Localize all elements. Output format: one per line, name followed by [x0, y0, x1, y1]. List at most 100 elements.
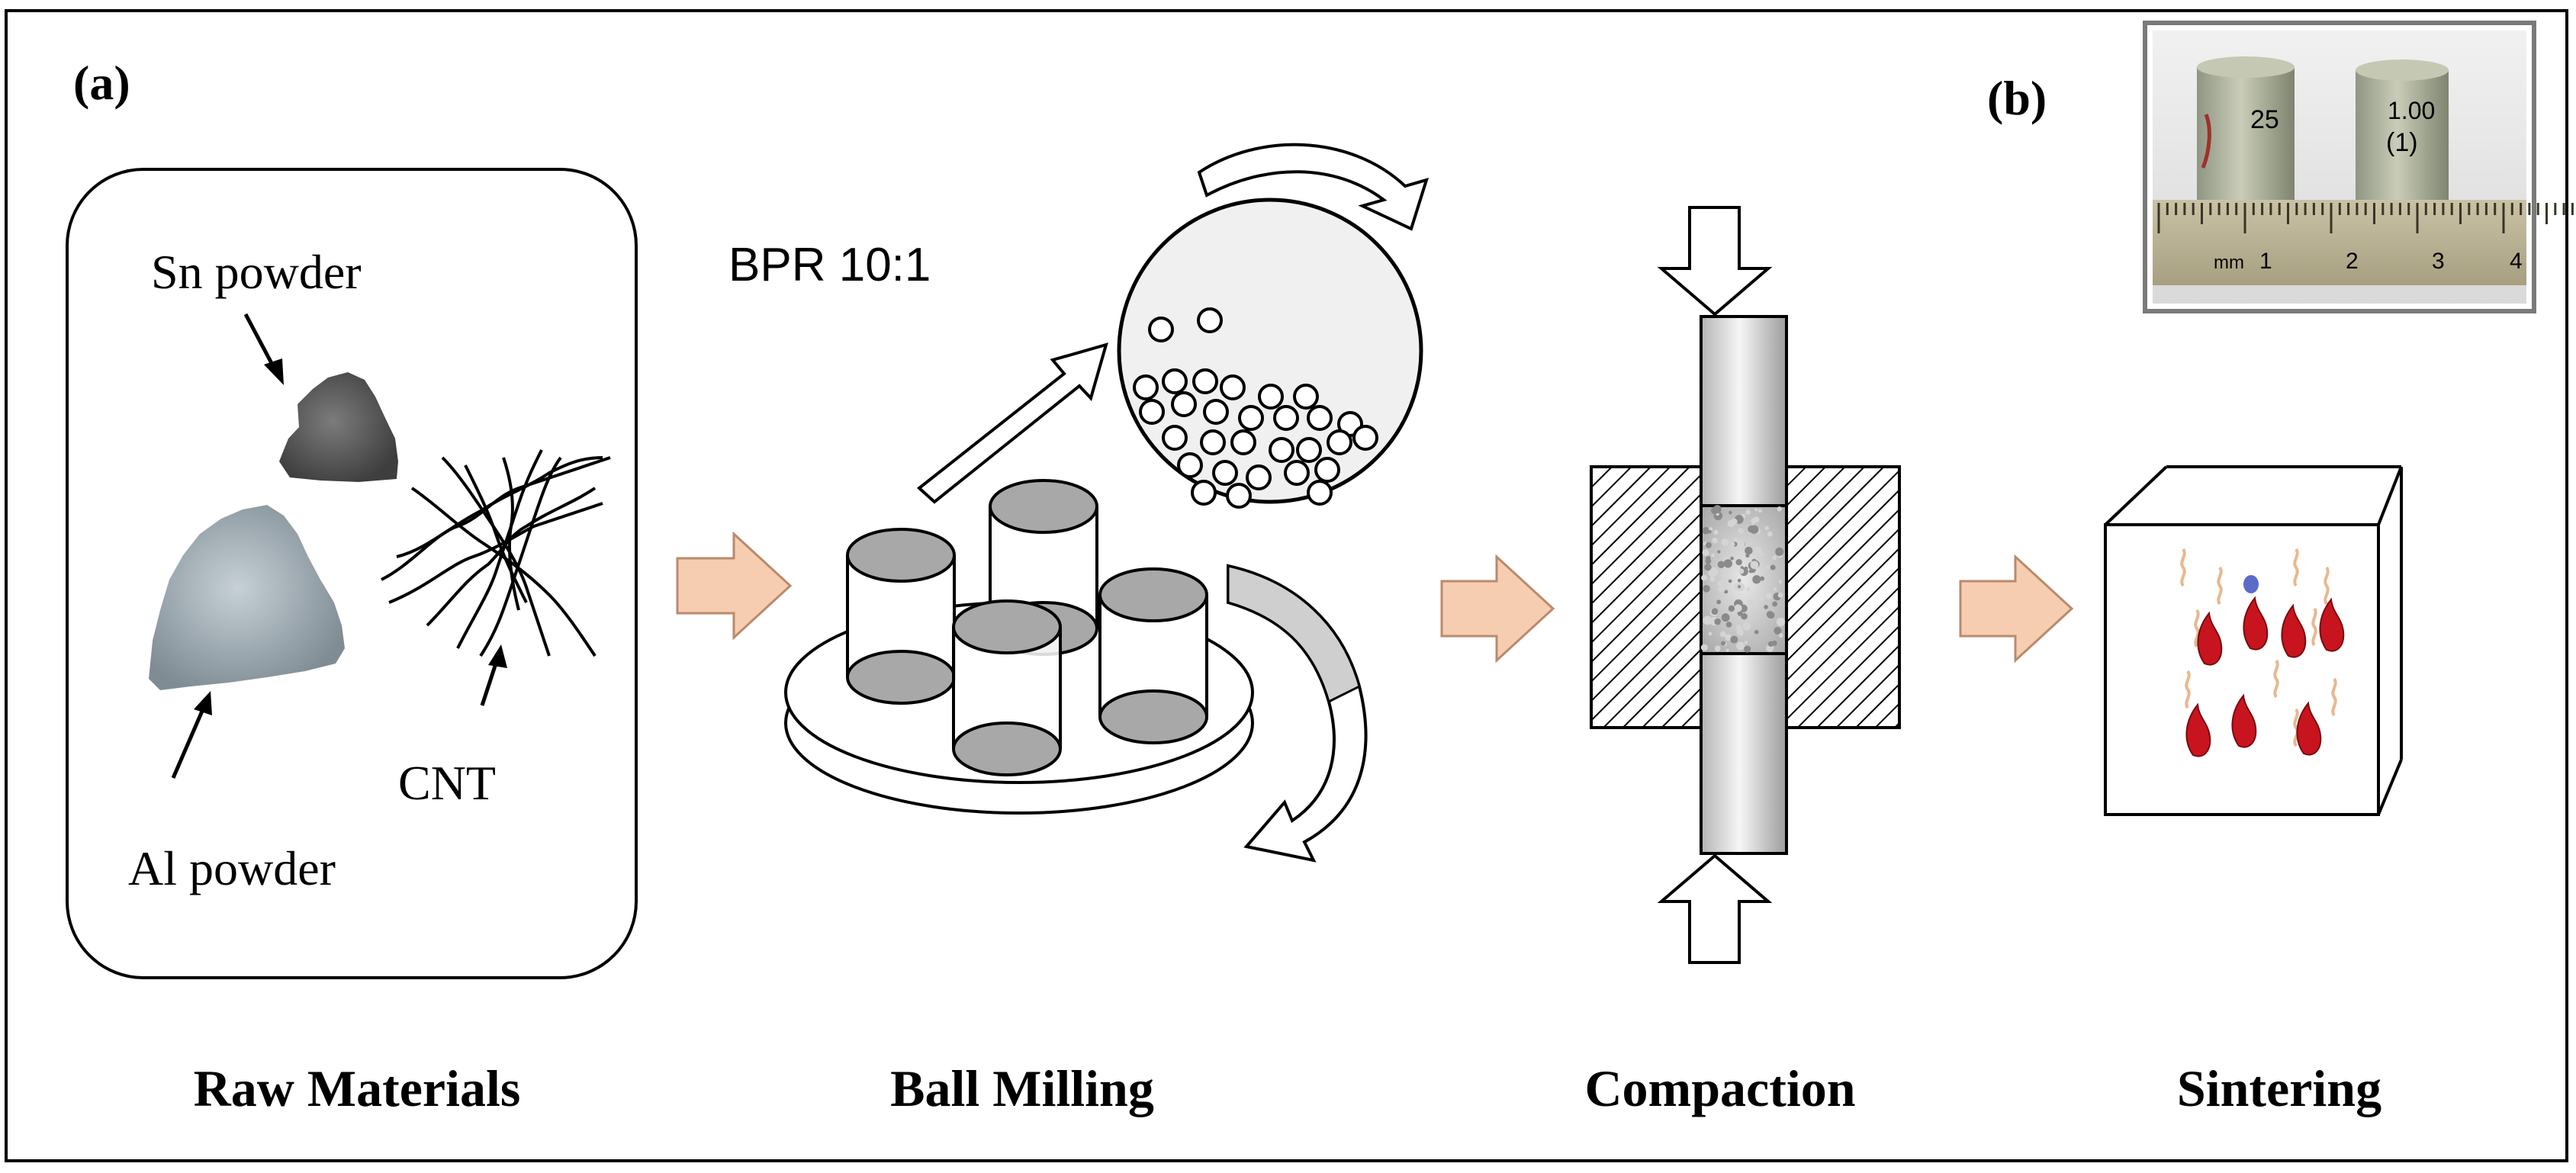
compact-speck [1777, 592, 1783, 598]
compact-speck [1778, 580, 1782, 583]
milling-ball [1162, 368, 1188, 394]
compact-speck [1745, 546, 1753, 555]
milling-ball [1177, 452, 1203, 478]
compact-speck [1777, 506, 1783, 512]
milling-ball [1197, 307, 1223, 333]
bpr-label: BPR 10:1 [728, 239, 931, 291]
compact-speck [1719, 631, 1726, 638]
flame [2243, 596, 2269, 651]
compact-speck [1738, 528, 1745, 535]
compact-speck [1709, 576, 1716, 583]
milling-ball [1307, 480, 1333, 506]
milling-ball [1171, 391, 1197, 417]
heat-wave [2180, 548, 2186, 587]
ruler-number-4: 4 [2510, 249, 2523, 274]
sintering-flames [2185, 596, 2345, 757]
compact-speck [1713, 530, 1719, 535]
milling-ball [1162, 425, 1188, 451]
heat-wave [2311, 607, 2317, 647]
stage-label-sintering: Sintering [2177, 1059, 2381, 1117]
compact-speck [1734, 604, 1742, 612]
compact-speck [1745, 509, 1751, 515]
flame [2319, 597, 2345, 652]
compact-speck [1711, 553, 1716, 558]
compact-speck [1734, 547, 1738, 551]
milling-ball [1296, 437, 1322, 463]
compact-speck [1719, 579, 1727, 586]
compact-speck [1774, 627, 1782, 635]
ruler-ticks [2157, 203, 2574, 233]
al-powder-pile [149, 505, 345, 690]
compact-speck [1704, 563, 1712, 571]
jar-rotation-arrow [1197, 143, 1430, 231]
compact-speck [1741, 612, 1748, 620]
vial-4 [952, 599, 1062, 776]
compact-speck [1742, 622, 1751, 631]
compact-speck [1772, 555, 1777, 561]
vial-1 [846, 528, 956, 705]
compact-speck [1702, 549, 1709, 557]
compact-speck [1728, 605, 1735, 612]
compact-speck [1722, 574, 1726, 578]
compact-speck [1765, 593, 1772, 599]
compact-speck [1700, 644, 1708, 651]
process-arrow-3 [1959, 554, 2074, 664]
compact-speck [1702, 526, 1710, 535]
heat-wave [2194, 609, 2200, 648]
milling-ball [1191, 480, 1217, 506]
milling-ball [1133, 374, 1159, 400]
compact-speck [1716, 599, 1722, 605]
compact-speck [1736, 641, 1745, 651]
milling-ball [1238, 405, 1264, 431]
compact-speck [1701, 574, 1707, 581]
compact-speck [1730, 635, 1738, 644]
compact-speck [1723, 559, 1732, 568]
heat-wave [2324, 566, 2330, 606]
ball-milling: BPR 10:1 [728, 143, 1430, 863]
pellet-right: 1.00 (1) [2356, 59, 2449, 223]
compact-speck [1725, 622, 1732, 628]
heat-wave [2185, 670, 2191, 709]
compact-speck [1767, 611, 1774, 619]
magnify-arrow [916, 342, 1108, 504]
pellet-right-mark: 1.00 [2388, 97, 2435, 124]
compact-speck [1750, 561, 1759, 570]
heat-wave [2217, 566, 2223, 606]
compact-speck [1775, 547, 1784, 556]
compact-speck [1721, 641, 1725, 646]
compact-speck [1772, 601, 1778, 607]
compact-speck [1758, 596, 1764, 602]
compact-speck [1724, 590, 1729, 594]
compact-speck [1711, 608, 1719, 615]
compact-speck [1703, 585, 1710, 593]
compact-speck [1776, 617, 1786, 627]
milling-ball [1246, 464, 1272, 490]
process-arrow-1 [676, 531, 793, 641]
milling-ball [1192, 368, 1218, 394]
compact-speck [1751, 521, 1755, 525]
stage-label-raw-materials: Raw Materials [194, 1059, 521, 1117]
compact-speck [1708, 631, 1713, 636]
raw-materials-box: Sn powder Al powder CNT [66, 168, 638, 979]
compact-speck [1753, 546, 1762, 555]
compact-speck [1721, 613, 1730, 622]
compact-speck [1725, 648, 1729, 652]
compact-speck [1744, 645, 1751, 653]
compact-speck [1737, 628, 1743, 635]
milling-ball [1226, 483, 1252, 509]
sample-photo: 25 1.00 (1) mm 1 2 3 4 [2143, 21, 2574, 313]
lower-punch [1700, 652, 1788, 855]
compact-speck [1764, 605, 1768, 609]
heat-wave [2293, 708, 2299, 747]
compact-speck [1766, 565, 1770, 569]
heat-wave [2293, 548, 2299, 587]
pellet-right-mark-2: (1) [2386, 128, 2418, 157]
ruler-unit: mm [2214, 252, 2244, 273]
milling-ball [1307, 405, 1333, 431]
milling-ball [1258, 384, 1284, 410]
milling-balls [1133, 307, 1378, 509]
compact-speck [1730, 542, 1735, 547]
compact-speck [1708, 569, 1716, 577]
stage-label-ball-milling: Ball Milling [890, 1059, 1154, 1117]
